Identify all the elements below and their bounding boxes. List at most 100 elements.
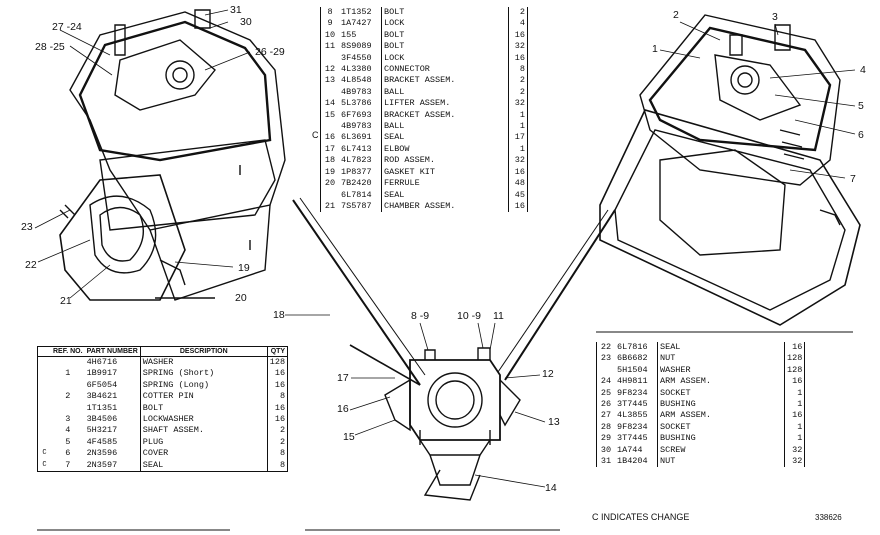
cell-desc: BOLT bbox=[139, 402, 268, 415]
callout-14: 14 bbox=[545, 482, 557, 494]
cell-pn: 9F8234 bbox=[617, 387, 648, 398]
cell-qty: 1 bbox=[508, 121, 528, 133]
cell-desc: BOLT bbox=[381, 29, 509, 42]
cell-ref: 19 bbox=[324, 166, 336, 177]
callout-16: 16 bbox=[337, 403, 349, 415]
cell-ref: 10 bbox=[324, 29, 336, 40]
cell-qty: 45 bbox=[508, 189, 528, 201]
cell-pn: 9F8234 bbox=[617, 421, 648, 432]
cell-ref: 24 bbox=[600, 376, 612, 387]
callout-5: 5 bbox=[858, 100, 864, 112]
cell-qty: 8 bbox=[508, 64, 528, 76]
cell-qty: 32 bbox=[783, 456, 805, 468]
cell-ref: 29 bbox=[600, 433, 612, 444]
cell-ref: 13 bbox=[324, 75, 336, 86]
callout-17: 17 bbox=[337, 372, 349, 384]
cell-chg: C bbox=[42, 449, 47, 458]
cell-pn: 6L3691 bbox=[341, 132, 372, 143]
callout-23: 23 bbox=[21, 221, 33, 233]
callout-1: 1 bbox=[652, 43, 658, 55]
cell-chg bbox=[38, 368, 52, 379]
cell-desc: LOCKWASHER bbox=[139, 414, 268, 426]
cell-ref bbox=[321, 53, 340, 64]
cell-pn: 1B9917 bbox=[86, 368, 118, 379]
header-qty: QTY bbox=[266, 346, 288, 357]
cell-pn: 3T7445 bbox=[617, 433, 648, 444]
cell-ref: 23 bbox=[600, 353, 612, 364]
cell-qty: 16 bbox=[266, 368, 288, 380]
cell-desc: ELBOW bbox=[381, 143, 509, 156]
cell-desc: BUSHING bbox=[657, 433, 785, 445]
cell-desc: SEAL bbox=[381, 132, 509, 144]
callout-30: 30 bbox=[240, 16, 252, 28]
cell-desc: SEAL bbox=[381, 189, 509, 201]
cell-pn: 6B6682 bbox=[617, 353, 648, 364]
cell-qty: 32 bbox=[508, 41, 528, 53]
cell-pn: 3T7445 bbox=[617, 399, 648, 410]
callout-3: 3 bbox=[772, 11, 778, 23]
callout-8-9: 8 -9 bbox=[411, 310, 430, 322]
cell-pn: 4H6716 bbox=[86, 357, 118, 367]
cell-chg: C bbox=[42, 460, 47, 469]
cell-qty: 1 bbox=[783, 433, 805, 445]
cell-pn: 1A744 bbox=[617, 444, 643, 455]
cell-desc: SHAFT ASSEM. bbox=[139, 425, 268, 437]
callout-18: 18 bbox=[273, 309, 285, 321]
cell-desc: SOCKET bbox=[657, 421, 785, 434]
cell-ref bbox=[597, 365, 616, 376]
header-ref-no: REF. NO. bbox=[51, 346, 85, 357]
cell-desc: GASKET KIT bbox=[381, 166, 509, 179]
cell-pn: 1T1351 bbox=[86, 402, 118, 413]
cell-pn: 5H1504 bbox=[617, 364, 648, 375]
cell-qty: 32 bbox=[508, 98, 528, 110]
cell-desc: BRACKET ASSEM. bbox=[381, 75, 509, 87]
callout-15: 15 bbox=[343, 431, 355, 443]
cell-qty: 16 bbox=[783, 410, 805, 422]
callout-12: 12 bbox=[542, 368, 554, 380]
cell-pn: 5H3217 bbox=[86, 425, 118, 436]
cell-pn: 4L3855 bbox=[617, 410, 648, 421]
cell-qty: 17 bbox=[508, 132, 528, 144]
cell-desc: NUT bbox=[657, 353, 785, 365]
cell-pn: 1P8377 bbox=[341, 166, 372, 177]
cell-qty: 8 bbox=[266, 448, 288, 460]
cell-qty: 16 bbox=[508, 200, 528, 213]
callout-20: 20 bbox=[235, 292, 247, 304]
cell-qty: 1 bbox=[783, 387, 805, 400]
cell-pn: 4B9783 bbox=[341, 86, 372, 97]
cell-desc: BOLT bbox=[381, 7, 509, 19]
cell-ref: 25 bbox=[600, 387, 612, 398]
cell-qty: 2 bbox=[266, 436, 288, 449]
cell-ref: 15 bbox=[324, 109, 336, 120]
callout-11: 11 bbox=[493, 310, 504, 322]
cell-pn: 4B9783 bbox=[341, 121, 372, 132]
cell-qty: 8 bbox=[266, 391, 288, 403]
cell-qty: 8 bbox=[266, 459, 288, 472]
cell-desc: LOCK bbox=[381, 52, 509, 65]
change-mark: C bbox=[312, 130, 319, 140]
cell-pn: 4F4585 bbox=[86, 436, 118, 447]
callout-2: 2 bbox=[673, 9, 679, 21]
cell-desc: SCREW bbox=[657, 444, 785, 457]
cell-pn: 7S5787 bbox=[341, 200, 372, 211]
callout-19: 19 bbox=[238, 262, 250, 274]
cell-qty: 16 bbox=[508, 29, 528, 42]
cell-pn: 7B2420 bbox=[341, 178, 372, 189]
cell-desc: ARM ASSEM. bbox=[657, 410, 785, 422]
cell-ref: 8 bbox=[327, 7, 333, 17]
callout-6: 6 bbox=[858, 129, 864, 141]
cell-desc: PLUG bbox=[139, 436, 268, 449]
cell-desc: COVER bbox=[139, 448, 268, 460]
